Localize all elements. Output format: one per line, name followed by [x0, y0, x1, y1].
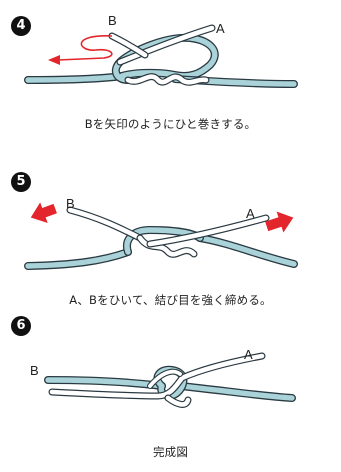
step-5-diagram: B A: [24, 196, 298, 270]
step-6-diagram: B A: [30, 347, 296, 408]
strand-label-a: A: [216, 21, 225, 36]
white-rope: [48, 352, 266, 408]
red-pull-arrow-right: [265, 211, 294, 233]
strand-label-b: B: [30, 363, 39, 378]
step-6: 6 B A 完成図: [0, 312, 341, 472]
step-caption: A、Bをひいて、結び目を強く締める。: [69, 293, 272, 307]
step-number-badge: 6: [11, 316, 31, 336]
white-rope: [66, 206, 270, 258]
step-number-badge: 4: [11, 16, 31, 36]
strand-label-b: B: [66, 196, 75, 211]
strand-label-a: A: [244, 347, 253, 362]
step-caption: 完成図: [152, 445, 189, 459]
strand-label-b: B: [108, 13, 117, 28]
step-number-badge: 5: [11, 172, 31, 192]
step-caption: Bを矢印のようにひと巻きする。: [84, 117, 257, 131]
red-wrap-arrow: [48, 35, 113, 65]
step-4-diagram: B A: [24, 13, 298, 88]
strand-label-a: A: [246, 206, 255, 221]
red-pull-arrow-left: [30, 202, 57, 223]
step-5: 5 B A A、Bをひいて、結び目を強く締める。: [0, 168, 341, 308]
white-rope: [108, 24, 216, 86]
step-4: 4 B A Bを矢印の: [0, 0, 341, 135]
